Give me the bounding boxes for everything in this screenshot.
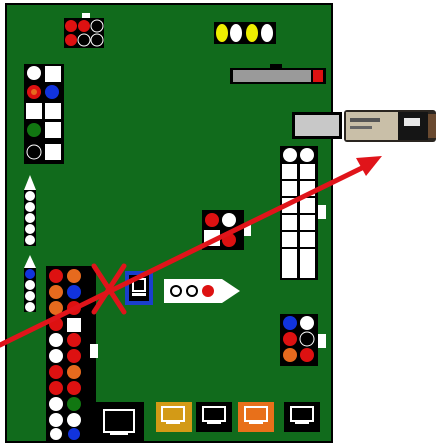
- left-connector-block: [24, 64, 64, 164]
- status-light-2: [230, 24, 242, 42]
- top-led-block: [64, 13, 104, 48]
- status-lights: [214, 22, 276, 44]
- status-light-4: [261, 24, 273, 42]
- status-light-3: [246, 24, 258, 42]
- left-arrow-indicator-upper: [24, 175, 36, 246]
- usb-flash-drive-icon[interactable]: [344, 110, 436, 142]
- left-column-leds: [46, 266, 98, 442]
- usb-port: [292, 112, 342, 139]
- status-light-1: [216, 24, 228, 42]
